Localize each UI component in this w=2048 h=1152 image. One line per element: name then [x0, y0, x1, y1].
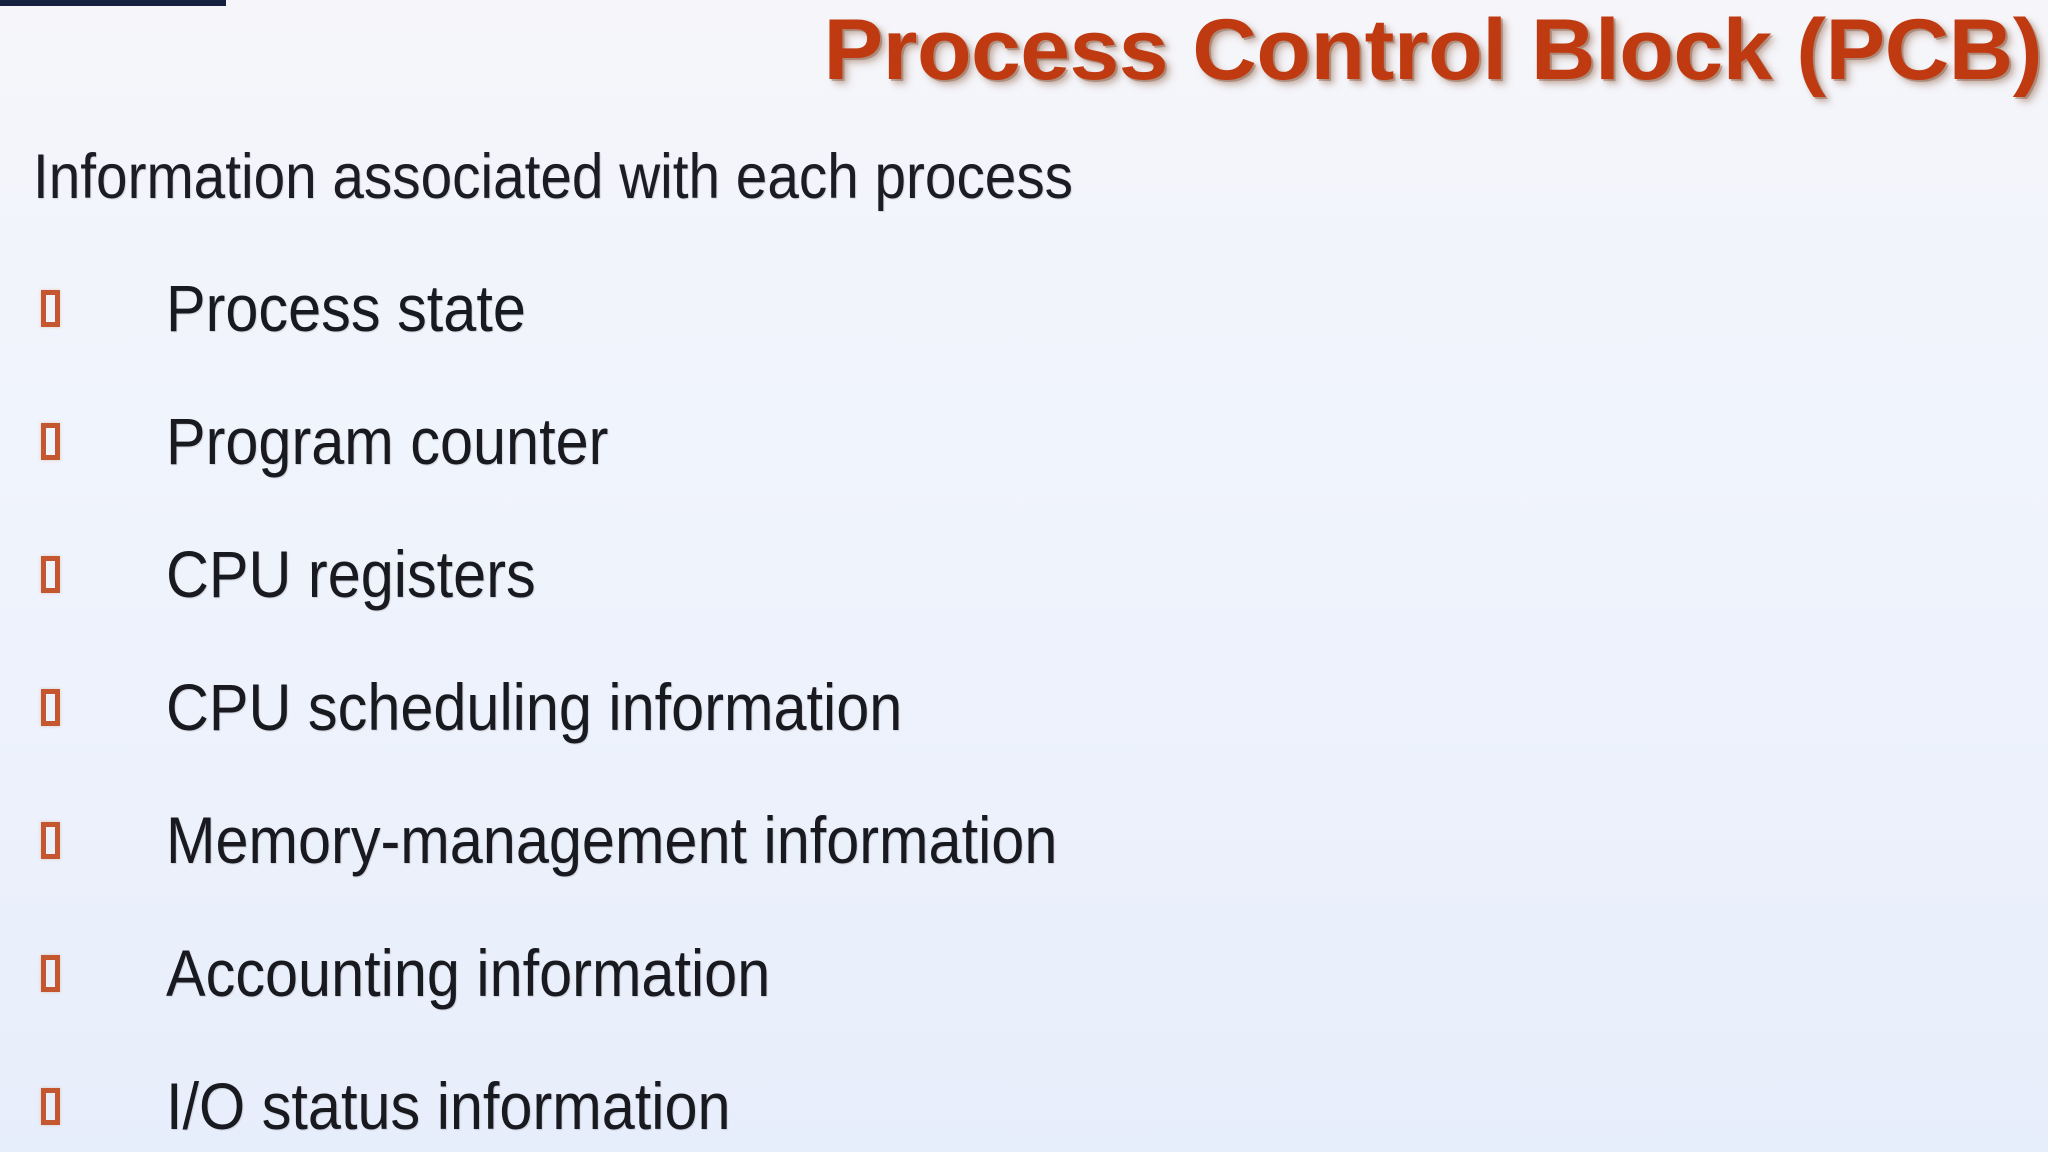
list-item-label: Memory-management information	[166, 803, 1058, 877]
page-title: Process Control Block (PCB)	[823, 2, 2043, 98]
square-bullet-icon	[41, 290, 60, 327]
list-item: Memory-management information	[0, 803, 2048, 937]
list-item: Accounting information	[0, 936, 2048, 1070]
square-bullet-icon	[41, 423, 60, 460]
square-bullet-icon	[41, 689, 60, 726]
bullet-list: Process state Program counter CPU regist…	[0, 271, 2048, 1152]
square-bullet-icon	[41, 556, 60, 593]
list-item: Program counter	[0, 404, 2048, 538]
intro-line: Information associated with each process	[33, 142, 1074, 212]
list-item: Process state	[0, 271, 2048, 405]
list-item-label: Program counter	[166, 404, 609, 478]
list-item-label: CPU scheduling information	[166, 670, 903, 744]
top-left-accent-strip	[0, 0, 226, 6]
list-item: CPU scheduling information	[0, 670, 2048, 804]
list-item: I/O status information	[0, 1069, 2048, 1152]
square-bullet-icon	[41, 955, 60, 992]
square-bullet-icon	[41, 1088, 60, 1125]
list-item-label: CPU registers	[166, 537, 536, 611]
list-item: CPU registers	[0, 537, 2048, 671]
list-item-label: Process state	[166, 271, 526, 345]
list-item-label: I/O status information	[166, 1069, 731, 1143]
square-bullet-icon	[41, 822, 60, 859]
list-item-label: Accounting information	[166, 936, 771, 1010]
